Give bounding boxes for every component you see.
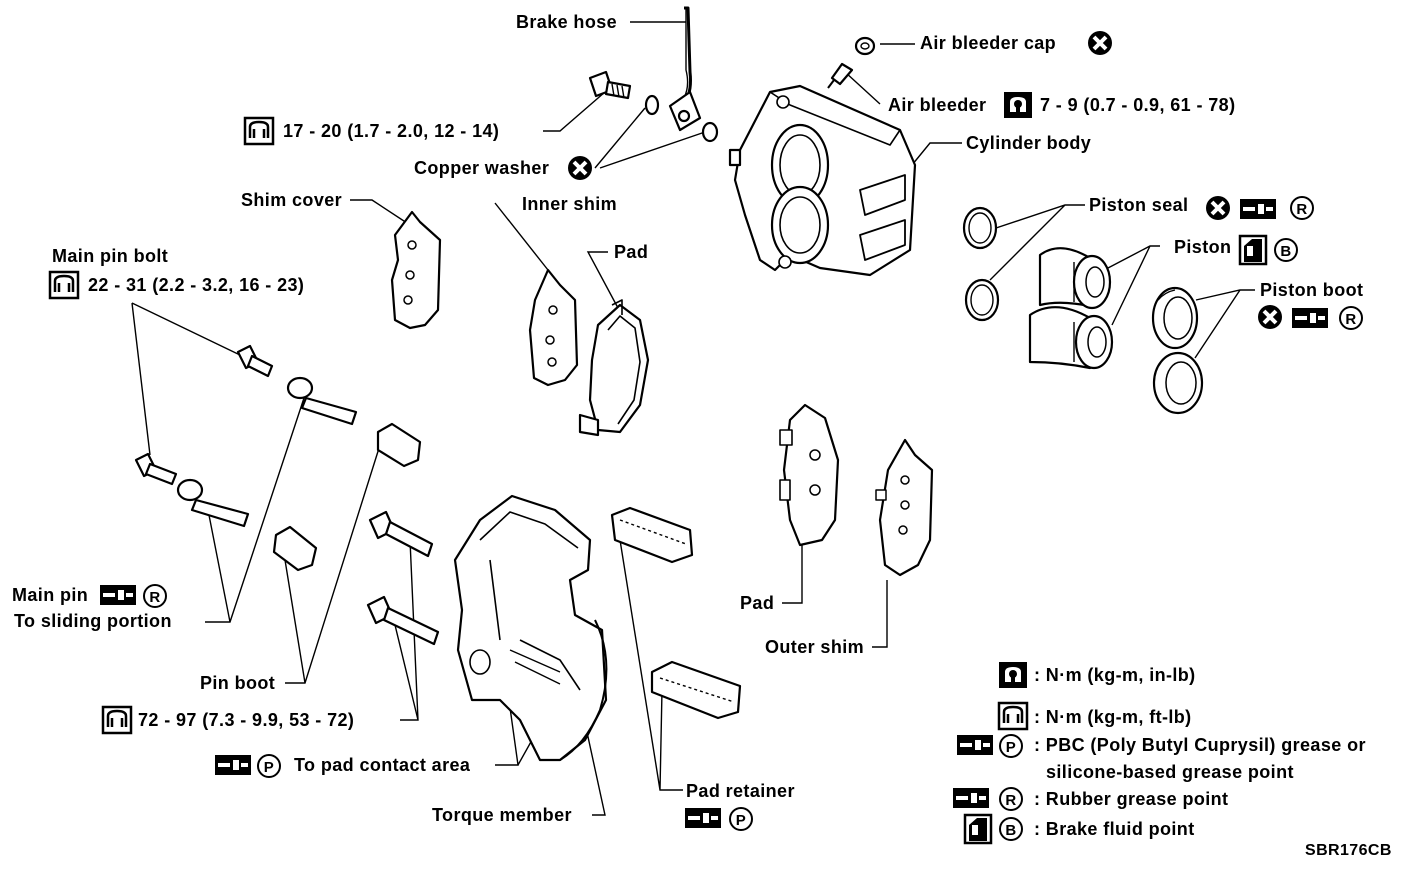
legend-item-brake-fluid: : Brake fluid point [1034, 819, 1195, 839]
piston-boot-label: Piston boot [1260, 280, 1364, 300]
air-bleeder-part [827, 62, 854, 89]
leader-lines [131, 8, 1255, 816]
torque-socket-icon [997, 701, 1029, 731]
grease-icon [957, 735, 993, 755]
pad-retainer-part [610, 506, 742, 720]
legend-item-pbc-grease-cont: silicone-based grease point [1046, 762, 1294, 782]
brake-fluid-icon [1238, 234, 1268, 266]
inner-pad-label: Pad [614, 242, 649, 262]
piston-seal-grease-symbol: R [1289, 195, 1315, 221]
svg-text:P: P [264, 759, 274, 776]
svg-text:B: B [1280, 243, 1291, 260]
figure-code: SBR176CB [1305, 842, 1392, 859]
svg-text:R: R [1296, 201, 1307, 218]
torque-wrench-icon [999, 662, 1027, 688]
torque-socket-icon [243, 116, 275, 146]
pin-boot-label: Pin boot [200, 673, 276, 693]
to-sliding-portion-label: To sliding portion [14, 611, 172, 631]
do-not-reuse-icon [566, 154, 594, 182]
legend-grease-p-symbol: P [998, 733, 1024, 759]
do-not-reuse-icon [1204, 194, 1232, 222]
piston-boot-part [1151, 286, 1199, 350]
piston-boot-part [1152, 351, 1204, 415]
torque-member-label: Torque member [432, 805, 572, 825]
grease-icon [953, 788, 989, 808]
svg-text:P: P [736, 812, 746, 829]
torque-member-bolt-torque: 72 - 97 (7.3 - 9.9, 53 - 72) [138, 710, 355, 730]
torque-socket-icon [48, 270, 80, 300]
grease-icon [1292, 308, 1328, 328]
legend-item-pbc-grease: : PBC (Poly Butyl Cuprysil) grease or [1034, 735, 1366, 755]
pad-retainer-label: Pad retainer [686, 781, 795, 801]
pad-retainer-grease-symbol: P [728, 806, 754, 832]
piston-boot-grease-symbol: R [1338, 305, 1364, 331]
grease-icon [100, 585, 136, 605]
grease-icon [215, 755, 251, 775]
do-not-reuse-icon [1256, 303, 1284, 331]
hose-bolt-torque: 17 - 20 (1.7 - 2.0, 12 - 14) [283, 121, 500, 141]
main-pin-part [176, 376, 358, 528]
piston-seal-label: Piston seal [1089, 195, 1189, 215]
grease-icon [685, 808, 721, 828]
svg-text:R: R [1345, 311, 1356, 328]
main-pin-bolt-torque: 22 - 31 (2.2 - 3.2, 16 - 23) [88, 275, 305, 295]
cylinder-body-label: Cylinder body [966, 133, 1092, 153]
torque-wrench-icon [1004, 92, 1032, 118]
main-pin-grease-symbol: R [142, 583, 168, 609]
brake-hose-part [668, 6, 702, 132]
torque-member-bolt-part [366, 510, 440, 646]
shim-cover-label: Shim cover [241, 190, 343, 210]
svg-text:R: R [149, 589, 160, 606]
svg-text:P: P [1006, 739, 1016, 756]
outer-pad-label: Pad [740, 593, 775, 613]
main-pin-bolt-part [134, 344, 274, 486]
svg-text:B: B [1005, 822, 1016, 839]
piston-part [1038, 247, 1112, 310]
inner-shim-part [528, 268, 579, 387]
to-pad-contact-area-label: To pad contact area [294, 755, 471, 775]
torque-socket-icon [101, 705, 133, 735]
legend-grease-r-symbol: R [998, 786, 1024, 812]
pin-boot-part [272, 422, 422, 572]
brake-fluid-icon [963, 813, 993, 845]
inner-pad-part [578, 299, 650, 437]
shim-cover-part [390, 210, 442, 330]
legend-item-torque-ft-lb: : N·m (kg-m, ft-lb) [1034, 707, 1192, 727]
legend-fluid-b-symbol: B [998, 816, 1024, 842]
grease-icon [1240, 199, 1276, 219]
cylinder-body-part [728, 84, 917, 277]
legend-item-rubber-grease: : Rubber grease point [1034, 789, 1229, 809]
piston-fluid-symbol: B [1273, 237, 1299, 263]
outer-pad-part [779, 403, 840, 547]
outer-shim-label: Outer shim [765, 637, 865, 657]
copper-washer-part [701, 121, 719, 143]
inner-shim-label: Inner shim [522, 194, 618, 214]
piston-part [1028, 306, 1114, 370]
piston-label: Piston [1174, 237, 1232, 257]
air-bleeder-torque: 7 - 9 (0.7 - 0.9, 61 - 78) [1040, 95, 1236, 115]
svg-text:R: R [1005, 792, 1016, 809]
torque-member-part [453, 494, 608, 762]
air-bleeder-cap-part [854, 36, 876, 56]
main-pin-bolt-label: Main pin bolt [52, 246, 169, 266]
copper-washer-label: Copper washer [414, 158, 550, 178]
air-bleeder-cap-label: Air bleeder cap [920, 33, 1057, 53]
air-bleeder-label: Air bleeder [888, 95, 987, 115]
hose-bolt-part [588, 70, 632, 100]
copper-washer-part [644, 94, 660, 116]
pad-contact-grease-symbol: P [256, 753, 282, 779]
do-not-reuse-icon [1086, 29, 1114, 57]
main-pin-label: Main pin [12, 585, 89, 605]
brake-hose-label: Brake hose [516, 12, 618, 32]
legend-item-torque-in-lb: : N·m (kg-m, in-lb) [1034, 665, 1196, 685]
outer-shim-part [875, 438, 934, 577]
